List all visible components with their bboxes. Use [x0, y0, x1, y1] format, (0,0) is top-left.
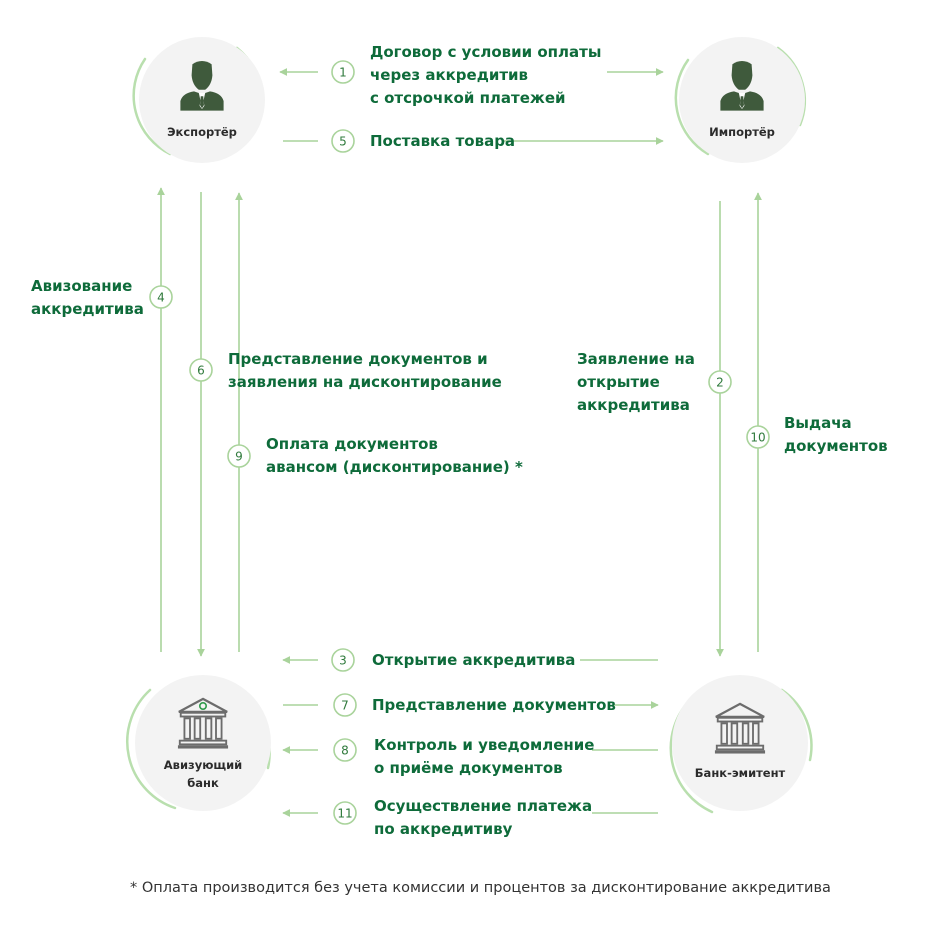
sber-logo-icon [199, 701, 208, 710]
step-badge-1: 1 [331, 60, 355, 84]
step-number: 8 [341, 744, 349, 758]
step-badge-2: 2 [708, 370, 732, 394]
node-advising-bank [126, 675, 271, 811]
step-badge-5: 5 [331, 129, 355, 153]
node-exporter [132, 37, 265, 163]
step-badge-8: 8 [333, 738, 357, 762]
step-number: 5 [339, 135, 347, 149]
step-7-label: Представление документов [372, 696, 616, 714]
advising-bank-label: Авизующий банк [163, 758, 243, 790]
step-1-label: Договор с условии оплаты через аккредити… [370, 43, 602, 107]
step-number: 4 [157, 291, 165, 305]
step-number: 7 [341, 699, 349, 713]
step-number: 10 [750, 431, 765, 445]
step-2-label: Заявление на открытие аккредитива [577, 350, 695, 414]
step-badge-6: 6 [189, 358, 213, 382]
step-badge-9: 9 [227, 444, 251, 468]
step-number: 1 [339, 66, 347, 80]
step-8-label: Контроль и уведомление о приёме документ… [374, 736, 595, 777]
node-issuing-bank [669, 675, 813, 814]
step-badge-4: 4 [149, 285, 173, 309]
step-number: 11 [337, 807, 352, 821]
step-badge-7: 7 [333, 693, 357, 717]
exporter-label: Экспортёр [167, 125, 237, 139]
issuing-bank-label: Банк-эмитент [694, 766, 786, 780]
step-badge-11: 11 [333, 801, 357, 825]
step-5-label: Поставка товара [370, 132, 516, 150]
step-4-label: Авизование аккредитива [31, 277, 144, 318]
step-number: 3 [339, 654, 347, 668]
step-number: 6 [197, 364, 205, 378]
step-10-label: Выдача документов [784, 414, 888, 455]
arrows [157, 68, 762, 817]
importer-label: Импортёр [709, 125, 775, 139]
step-badges: 1 5 4 6 9 2 10 3 7 8 11 [149, 60, 770, 825]
step-badge-3: 3 [331, 648, 355, 672]
footnote: * Оплата производится без учета комиссии… [130, 880, 831, 896]
step-3-label: Открытие аккредитива [372, 651, 576, 669]
node-importer [674, 37, 806, 163]
step-9-label: Оплата документов авансом (дисконтирован… [266, 435, 523, 476]
step-number: 2 [716, 376, 724, 390]
step-number: 9 [235, 450, 243, 464]
step-badge-10: 10 [746, 425, 770, 449]
step-6-label: Представление документов и заявления на … [228, 350, 502, 391]
step-11-label: Осуществление платежа по аккредитиву [374, 797, 593, 838]
